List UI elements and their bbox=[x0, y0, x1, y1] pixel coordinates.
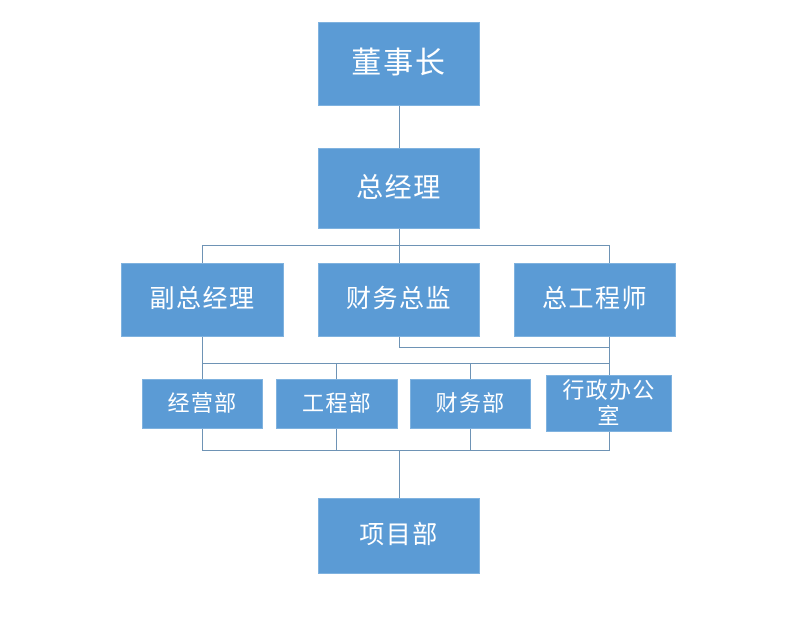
connector-bus-to-finance-dept bbox=[470, 363, 471, 379]
node-engineering-department-label: 工程部 bbox=[302, 391, 372, 417]
node-project-department[interactable]: 项目部 bbox=[318, 498, 480, 574]
connector-level3-bus bbox=[202, 245, 610, 246]
connector-gm-stem-down bbox=[399, 229, 400, 263]
connector-deputy-gm-stem-down bbox=[202, 337, 203, 363]
connector-bus-to-project-dept bbox=[399, 450, 400, 498]
connector-bus-to-deputy-gm bbox=[202, 245, 203, 263]
connector-level4-upper-bus bbox=[399, 347, 610, 348]
connector-finance-dept-stem-down bbox=[470, 429, 471, 450]
connector-admin-office-stem-down bbox=[609, 432, 610, 450]
connector-finance-director-stem-down bbox=[399, 337, 400, 347]
node-finance-director-label: 财务总监 bbox=[345, 285, 452, 314]
node-finance-department-label: 财务部 bbox=[435, 391, 506, 417]
connector-bus-to-engineering-dept bbox=[336, 363, 337, 379]
node-administrative-office[interactable]: 行政办公室 bbox=[546, 375, 672, 432]
node-general-manager[interactable]: 总经理 bbox=[318, 148, 480, 229]
connector-bus-to-operations-dept bbox=[202, 363, 203, 379]
node-engineering-department[interactable]: 工程部 bbox=[276, 379, 398, 429]
connector-level4-lower-bus bbox=[202, 363, 609, 364]
node-project-department-label: 项目部 bbox=[359, 521, 439, 550]
node-administrative-office-label: 行政办公室 bbox=[562, 377, 656, 429]
node-chief-engineer-label: 总工程师 bbox=[541, 285, 648, 314]
node-chief-engineer[interactable]: 总工程师 bbox=[514, 263, 676, 337]
connector-operations-dept-stem-down bbox=[202, 429, 203, 450]
node-chairman-label: 董事长 bbox=[351, 47, 447, 81]
connector-engineering-dept-stem-down bbox=[336, 429, 337, 450]
node-finance-director[interactable]: 财务总监 bbox=[318, 263, 480, 337]
connector-bus-to-chief-engineer bbox=[609, 245, 610, 263]
node-operations-department[interactable]: 经营部 bbox=[142, 379, 263, 429]
node-deputy-general-manager[interactable]: 副总经理 bbox=[121, 263, 284, 337]
node-finance-department[interactable]: 财务部 bbox=[410, 379, 531, 429]
node-deputy-general-manager-label: 副总经理 bbox=[149, 285, 256, 314]
node-operations-department-label: 经营部 bbox=[167, 391, 238, 417]
connector-chairman-to-gm bbox=[399, 106, 400, 148]
connector-project-dept-bus bbox=[202, 450, 610, 451]
node-chairman[interactable]: 董事长 bbox=[318, 22, 480, 106]
connector-bus-to-admin-office bbox=[609, 347, 610, 375]
node-general-manager-label: 总经理 bbox=[356, 172, 442, 203]
